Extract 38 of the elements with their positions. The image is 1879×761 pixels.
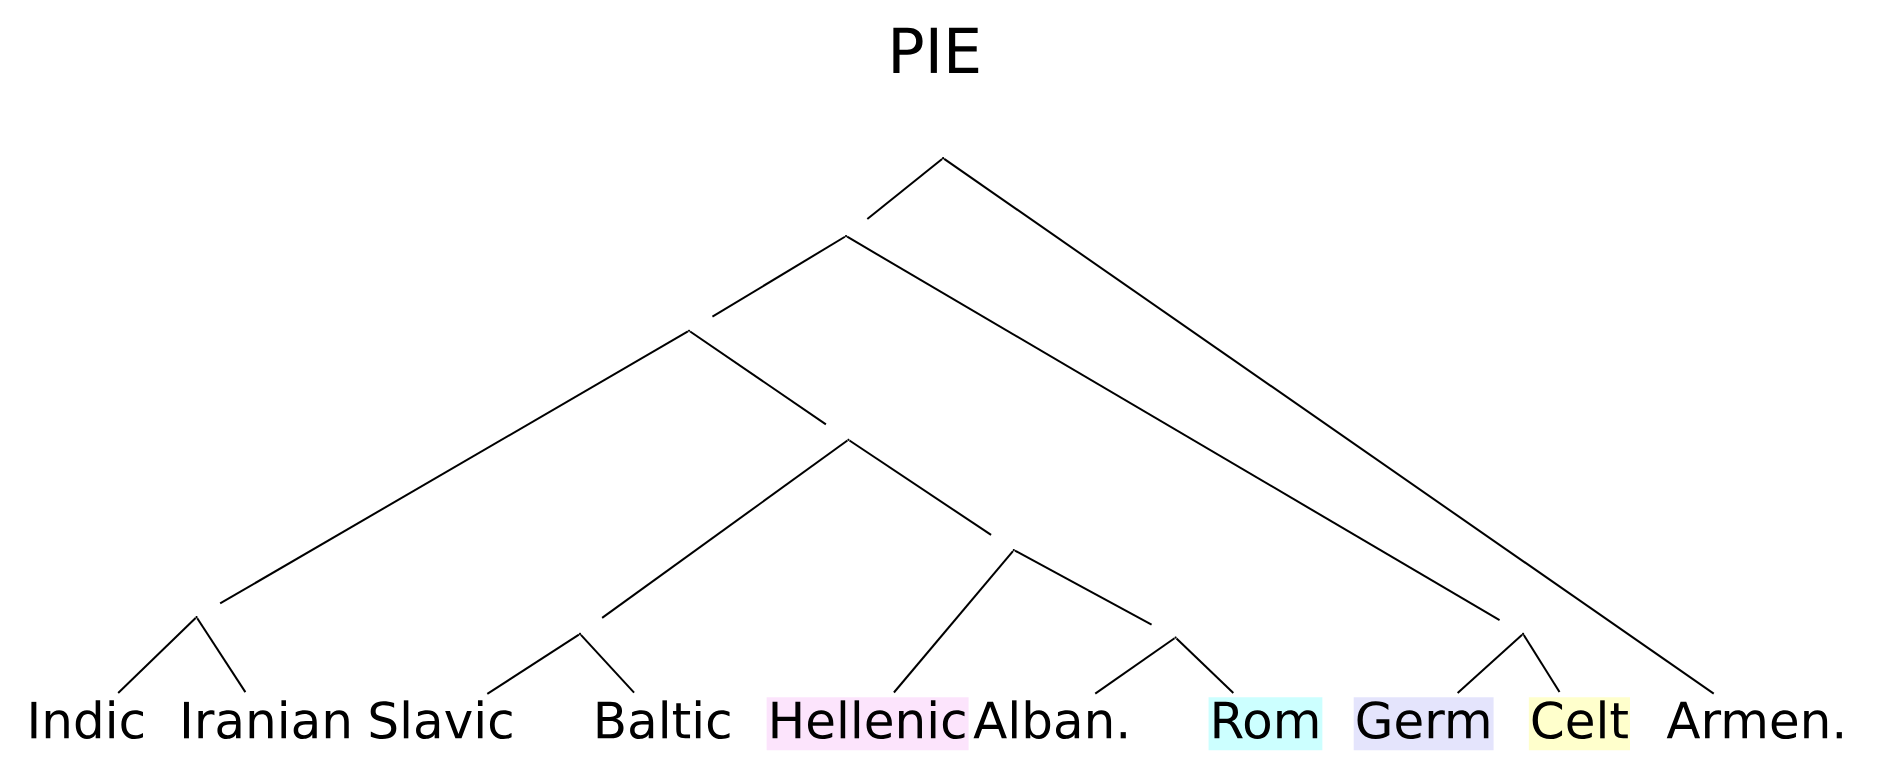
language-label: Iranian (184, 700, 349, 739)
tree-branch (486, 633, 580, 695)
tree-branch (117, 617, 197, 694)
tree-branch (943, 157, 1715, 695)
tree-branch (711, 235, 846, 318)
tree-branch (866, 158, 944, 220)
tree-branch (848, 439, 993, 536)
tree-branch (219, 330, 689, 605)
branch-point (195, 616, 198, 619)
highlighted-label: Celt (1528, 697, 1630, 751)
highlighted-label: Germ (1353, 697, 1494, 751)
tree-branch (892, 550, 1014, 694)
tree-branch (579, 633, 636, 694)
tree-branch (689, 330, 827, 426)
tree-branch (1094, 637, 1176, 695)
branch-point (844, 234, 848, 238)
tree-branch (1522, 634, 1561, 693)
highlighted-label: Rom (1208, 697, 1323, 751)
tree-branch (1175, 637, 1235, 694)
language-label: Baltic (597, 700, 730, 739)
tree-branch (196, 617, 247, 694)
tree-branch (846, 235, 1501, 622)
language-label: Armen. (1666, 701, 1842, 739)
branch-point (1012, 548, 1015, 552)
branch-point (1522, 632, 1525, 636)
branch-point (847, 438, 850, 441)
branch-point (942, 157, 945, 160)
title: PIE (893, 27, 979, 73)
language-label: Indic (31, 700, 143, 739)
branch-point (1174, 636, 1177, 639)
tree-branch (1456, 633, 1524, 695)
branch-point (578, 632, 582, 636)
tree-branch (601, 439, 849, 619)
language-label: Slavic (370, 700, 512, 739)
language-label: Alban. (973, 700, 1126, 739)
highlighted-label: Hellenic (766, 697, 969, 751)
tree-branch (1013, 549, 1153, 626)
branch-point (687, 329, 691, 332)
